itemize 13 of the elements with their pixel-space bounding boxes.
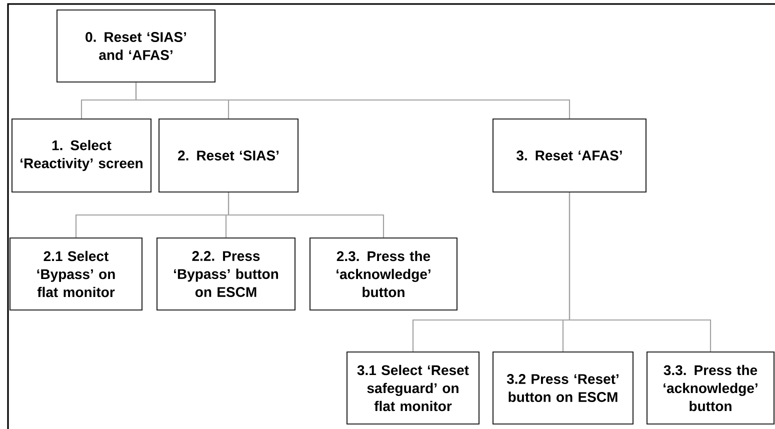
- step-box: 2. Reset ‘SIAS’: [158, 118, 299, 193]
- connector: [135, 82, 570, 118]
- step-box: 2.3. Press the ‘acknowledge’ button: [309, 237, 458, 311]
- step-box: 0. Reset ‘SIAS’ and ‘AFAS’: [56, 9, 216, 83]
- step-box: 2.2. Press ‘Bypass’ button on ESCM: [156, 237, 296, 311]
- step-box: 3.2 Press ‘Reset’ button on ESCM: [492, 351, 634, 425]
- step-box: 2.1 Select ‘Bypass’ on flat monitor: [9, 237, 143, 311]
- connector: [568, 192, 712, 352]
- connector: [228, 192, 384, 238]
- step-box: 3.3. Press the ‘acknowledge’ button: [646, 351, 775, 425]
- step-box: 1. Select ‘Reactivity’ screen: [11, 118, 152, 193]
- step-box: 3. Reset ‘AFAS’: [492, 118, 647, 193]
- step-box: 3.1 Select ‘Reset safeguard’ on flat monitor: [346, 351, 480, 425]
